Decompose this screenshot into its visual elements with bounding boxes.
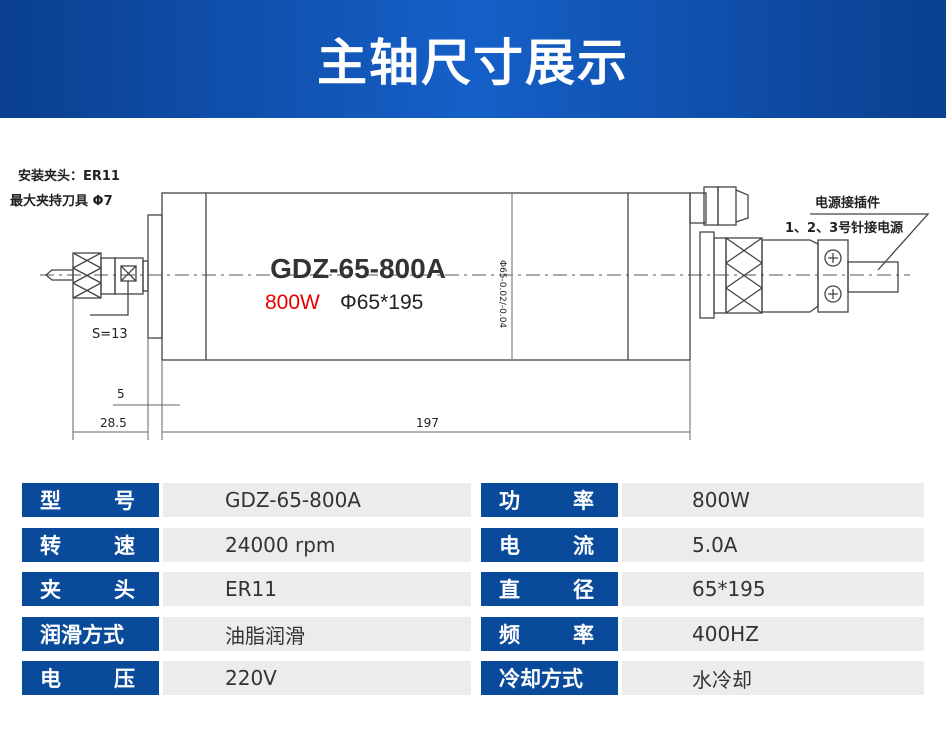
spindle-drawing: 安装夹头：ER11 最大夹持刀具 Φ7 S=13 Φ65-0.02/-0.04 … [10,168,930,440]
diameter-tolerance: Φ65-0.02/-0.04 [497,260,507,328]
spec-row-speed: 转速 24000 rpm [22,528,471,562]
spec-label: 功率 [481,483,618,517]
collet-note: 安装夹头：ER11 [18,168,120,184]
model-label: GDZ-65-800A [270,253,446,284]
label-char: 率 [573,489,594,513]
spec-value: ER11 [163,572,471,606]
spec-value: GDZ-65-800A [163,483,471,517]
spec-row-voltage: 电压 220V [22,661,471,695]
dim-197: 197 [416,416,439,430]
page-title: 主轴尺寸展示 [317,34,629,92]
label-char: 型 [40,489,61,513]
spec-label: 转速 [22,528,159,562]
knurl-pattern [72,252,102,299]
cable-gland [689,192,707,224]
label-char: 频 [499,623,520,647]
spec-row-model: 型号 GDZ-65-800A [22,483,471,517]
spec-label: 电压 [22,661,159,695]
label-char: 转 [40,534,61,558]
dim-28-5: 28.5 [100,416,127,430]
label-char: 号 [114,489,135,513]
spec-label: 夹头 [22,572,159,606]
screw-icon [824,249,842,267]
label-char: 电 [40,667,61,691]
spec-row-power: 功率 800W [481,483,924,517]
label-char: 压 [114,667,135,691]
label-char: 直 [499,578,520,602]
label-char: 径 [573,578,594,602]
spec-label: 频率 [481,617,618,651]
label-char: 电 [499,534,520,558]
spec-value: 水冷却 [622,661,924,695]
label-char: 头 [114,578,135,602]
spec-label: 冷却方式 [481,661,618,695]
spec-row-diameter: 直径 65*195 [481,572,924,606]
spec-value: 65*195 [622,572,924,606]
spec-label: 直径 [481,572,618,606]
label-char: 夹 [40,578,61,602]
flange [147,214,163,339]
connector-body [761,239,819,313]
spec-row-cooling: 冷却方式 水冷却 [481,661,924,695]
page-header: 主轴尺寸展示 [0,0,946,118]
spec-value: 5.0A [622,528,924,562]
spec-label: 型号 [22,483,159,517]
dim-5: 5 [117,387,125,401]
spec-row-frequency: 频率 400HZ [481,617,924,651]
spec-value: 400HZ [622,617,924,651]
spec-value: 油脂润滑 [163,617,471,651]
spec-row-current: 电流 5.0A [481,528,924,562]
screw-icon [824,285,842,303]
size-label: Φ65*195 [340,291,423,314]
wrench-size: S=13 [92,327,128,342]
pin-note: 1、2、3号针接电源 [785,220,903,236]
label-char: 率 [573,623,594,647]
power-cable [847,261,899,293]
spec-row-collet: 夹头 ER11 [22,572,471,606]
spindle-body [161,192,691,361]
power-label: 800W [265,291,320,314]
spec-value: 220V [163,661,471,695]
spec-value: 800W [622,483,924,517]
label-char: 速 [114,534,135,558]
label-char: 功 [499,489,520,513]
spec-label: 电流 [481,528,618,562]
spec-label: 润滑方式 [22,617,159,651]
connector-note: 电源接插件 [815,195,880,211]
spec-value: 24000 rpm [163,528,471,562]
max-tool-note: 最大夹持刀具 Φ7 [10,193,113,209]
label-char: 流 [573,534,594,558]
spec-row-lubrication: 润滑方式 油脂润滑 [22,617,471,651]
